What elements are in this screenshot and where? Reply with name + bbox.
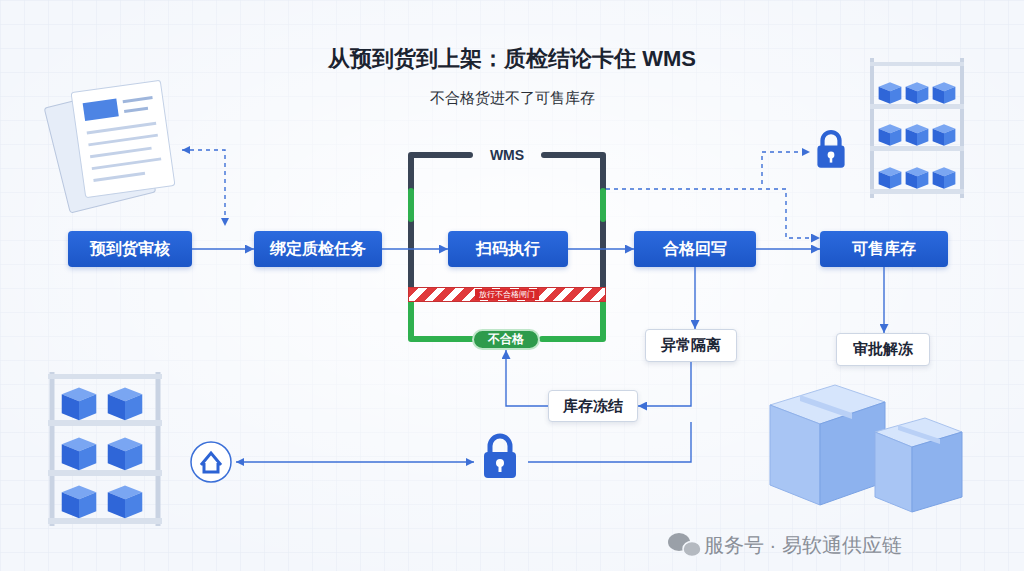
frame-stroke <box>600 191 606 219</box>
frame-stroke <box>544 155 603 299</box>
exception-box: 审批解冻 <box>836 333 930 366</box>
watermark-icon <box>668 533 701 557</box>
document-icon <box>44 80 175 213</box>
frame-stroke <box>408 191 414 219</box>
node-label: 审批解冻 <box>853 340 913 359</box>
node-label: 扫码执行 <box>476 239 540 260</box>
process-box: 预到货审核 <box>68 231 192 267</box>
flow-arrow <box>883 267 884 333</box>
dashed-leader <box>182 150 225 226</box>
node-label: 库存冻结 <box>563 397 623 416</box>
node-label: 不合格 <box>488 331 524 348</box>
node-label: 放行不合格闸门 <box>475 289 539 300</box>
flow-arrow <box>192 248 254 249</box>
flow-arrow <box>506 350 548 406</box>
flow-arrow <box>756 248 820 249</box>
shelf-rack <box>870 58 964 198</box>
subtitle: 不合格货进不了可售库存 <box>0 89 1024 108</box>
shelf-rack <box>48 372 162 526</box>
diagram-title: 从预到货到上架：质检结论卡住 WMS <box>0 44 1024 74</box>
flow-arrow <box>606 189 820 238</box>
cargo-boxes <box>770 385 962 512</box>
lock-icon <box>817 132 844 168</box>
flow-arrow <box>382 248 448 249</box>
process-box: 合格回写 <box>634 231 756 267</box>
flow-arrow <box>638 362 691 406</box>
node-label: 可售库存 <box>852 239 916 260</box>
dashed-leader <box>762 152 810 184</box>
flow-arrow <box>568 248 634 249</box>
process-box: 扫码执行 <box>448 231 568 267</box>
node-label: 合格回写 <box>663 239 727 260</box>
node-label: 预到货审核 <box>90 239 170 260</box>
exception-box: 异常隔离 <box>645 329 737 362</box>
frame-stroke <box>411 299 472 339</box>
leader-line <box>528 422 691 462</box>
double-arrow <box>236 461 474 462</box>
lock-icon <box>484 436 516 478</box>
watermark: 服务号 · 易软通供应链 <box>704 532 902 559</box>
status-pill: 不合格 <box>472 329 540 350</box>
frame-stroke <box>542 299 603 339</box>
return-icon <box>191 442 231 482</box>
frame-stroke <box>411 155 470 299</box>
flow-arrow <box>694 267 695 329</box>
node-label: 异常隔离 <box>661 336 721 355</box>
barrier-band: 放行不合格闸门 <box>408 287 606 302</box>
frame-title: WMS <box>408 146 606 164</box>
node-label: 绑定质检任务 <box>270 239 366 260</box>
exception-box: 库存冻结 <box>548 390 638 422</box>
process-box: 可售库存 <box>820 231 948 267</box>
process-box: 绑定质检任务 <box>254 231 382 267</box>
system-frame: WMS 扫码执行放行不合格闸门不合格 <box>408 149 606 345</box>
